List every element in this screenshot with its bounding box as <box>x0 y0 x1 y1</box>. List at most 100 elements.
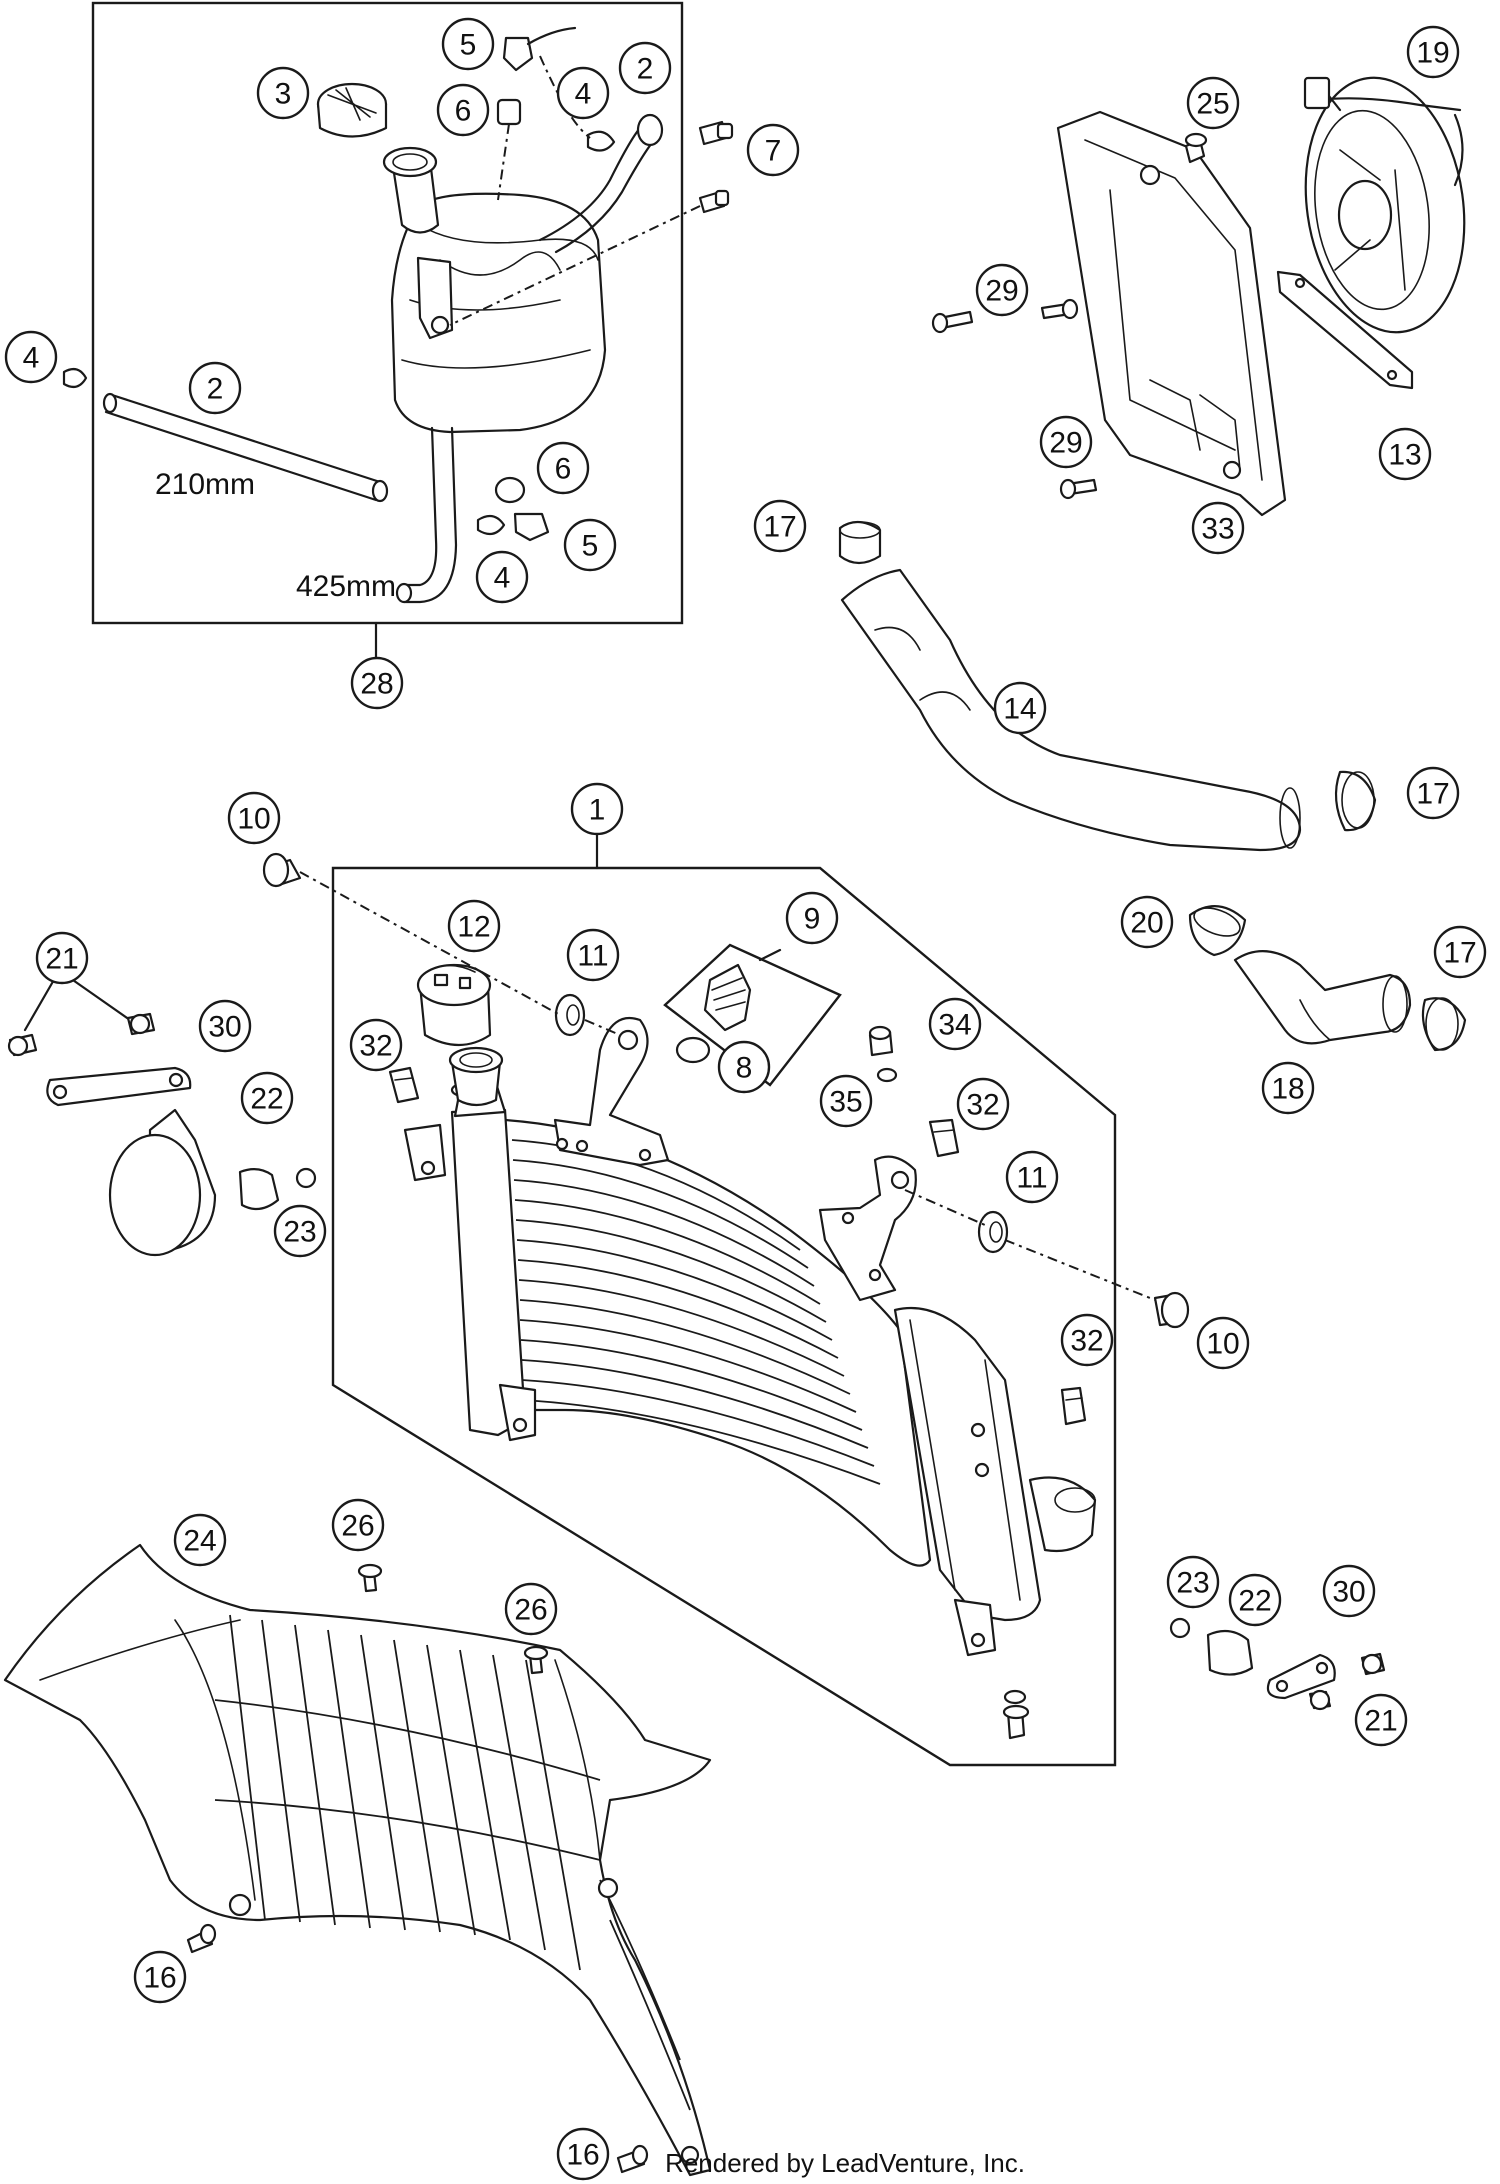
callout-circle <box>35 931 89 985</box>
fan-shroud <box>1056 110 1287 517</box>
radiator-group-frame <box>331 866 1117 1767</box>
expansion-tank-group: 210mm 425mm <box>62 1 734 662</box>
callout-16: 16 <box>133 1950 187 2004</box>
callout-22: 22 <box>1228 1573 1282 1627</box>
callout-circle <box>1378 427 1432 481</box>
callout-22: 22 <box>240 1071 294 1125</box>
coolant-hose-18 <box>1233 950 1412 1045</box>
callout-circle <box>133 1950 187 2004</box>
callout-circle <box>1120 895 1174 949</box>
callout-17: 17 <box>753 499 807 553</box>
callout-25: 25 <box>1186 76 1240 130</box>
callout-number: 14 <box>1003 693 1036 726</box>
callout-number: 18 <box>1271 1073 1304 1106</box>
rubber-damper-right <box>1206 1629 1254 1676</box>
rubber-grommet-lower <box>977 1210 1009 1254</box>
callout-number: 17 <box>1443 937 1476 970</box>
callout-circle <box>198 999 252 1053</box>
callout-17: 17 <box>1406 766 1460 820</box>
callout-6: 6 <box>436 83 490 137</box>
callout-number: 22 <box>1238 1585 1271 1618</box>
callout-number: 2 <box>637 53 654 86</box>
callout-circle <box>1322 1564 1376 1618</box>
callout-number: 8 <box>736 1052 753 1085</box>
clamp-17-right <box>1421 997 1467 1052</box>
callout-1: 1 <box>570 782 624 836</box>
callout-number: 17 <box>763 511 796 544</box>
callout-circle <box>1433 925 1487 979</box>
callout-number: 11 <box>577 940 608 973</box>
callout-circle <box>1406 766 1460 820</box>
callout-number: 23 <box>1176 1567 1209 1600</box>
callout-23: 23 <box>1166 1555 1220 1609</box>
callout-18: 18 <box>1261 1061 1315 1115</box>
dimension-label-425mm: 425mm <box>296 570 396 603</box>
callout-number: 9 <box>804 903 821 936</box>
callout-20: 20 <box>1120 895 1174 949</box>
callout-32: 32 <box>1060 1313 1114 1367</box>
callout-number: 3 <box>275 78 292 111</box>
callout-circle <box>1354 1693 1408 1747</box>
callout-circle <box>350 656 404 710</box>
callout-circle <box>785 891 839 945</box>
callout-2: 2 <box>188 361 242 415</box>
callout-number: 4 <box>23 342 40 375</box>
drain-screw <box>1003 1689 1027 1705</box>
vent-fitting-top <box>502 36 534 72</box>
callout-number: 10 <box>1206 1328 1239 1361</box>
callout-circle <box>273 1204 327 1258</box>
callout-circle <box>1166 1555 1220 1609</box>
callout-number: 33 <box>1201 513 1234 546</box>
callout-number: 34 <box>938 1009 971 1042</box>
callout-12: 12 <box>447 899 501 953</box>
callout-number: 10 <box>237 803 270 836</box>
callout-circle <box>240 1071 294 1125</box>
callout-circle <box>1228 1573 1282 1627</box>
hose-elbow-group <box>1188 905 1467 1052</box>
callout-28: 28 <box>350 656 404 710</box>
callout-circle <box>4 330 58 384</box>
callout-circle <box>256 66 310 120</box>
callout-circle <box>536 441 590 495</box>
callout-circle <box>331 1498 385 1552</box>
hose-210mm <box>110 393 382 484</box>
grommet-bottom <box>494 476 526 504</box>
clip-32-middle <box>928 1118 960 1158</box>
sensor-o-ring <box>675 1036 711 1064</box>
callout-circle <box>928 997 982 1051</box>
callout-circle <box>1406 25 1460 79</box>
callout-circle <box>188 361 242 415</box>
callout-number: 32 <box>1070 1325 1103 1358</box>
rubber-damper-left <box>238 1168 280 1211</box>
callout-21: 21 <box>1354 1693 1408 1747</box>
hose-clamp-top <box>586 130 616 152</box>
callout-14: 14 <box>993 681 1047 735</box>
callout-number: 17 <box>1416 778 1449 811</box>
callout-circle <box>1060 1313 1114 1367</box>
callout-number: 5 <box>460 29 477 62</box>
dimension-label-210mm: 210mm <box>155 468 255 501</box>
callout-32: 32 <box>956 1077 1010 1131</box>
callout-number: 29 <box>985 275 1018 308</box>
hose-clamp-outside <box>62 367 88 389</box>
rubber-grommet-upper <box>554 993 586 1037</box>
callout-circle <box>566 928 620 982</box>
callout-circle <box>993 681 1047 735</box>
vent-fitting-bottom <box>513 512 550 542</box>
nut-23-right <box>1169 1617 1191 1639</box>
callout-number: 13 <box>1388 439 1421 472</box>
callout-circle <box>227 791 281 845</box>
callout-number: 5 <box>582 530 599 563</box>
callout-34: 34 <box>928 997 982 1051</box>
render-credit: Rendered by LeadVenture, Inc. <box>665 2148 1025 2178</box>
fan-cover-plate <box>1276 270 1414 390</box>
clamp-17-lower <box>1334 770 1377 832</box>
callout-19: 19 <box>1406 25 1460 79</box>
callout-26: 26 <box>504 1582 558 1636</box>
callout-5: 5 <box>441 17 495 71</box>
callout-7: 7 <box>746 123 800 177</box>
nut-23-left <box>295 1167 317 1189</box>
callout-circle <box>441 17 495 71</box>
hose-clamp-bottom <box>476 514 506 536</box>
callout-26: 26 <box>331 1498 385 1552</box>
